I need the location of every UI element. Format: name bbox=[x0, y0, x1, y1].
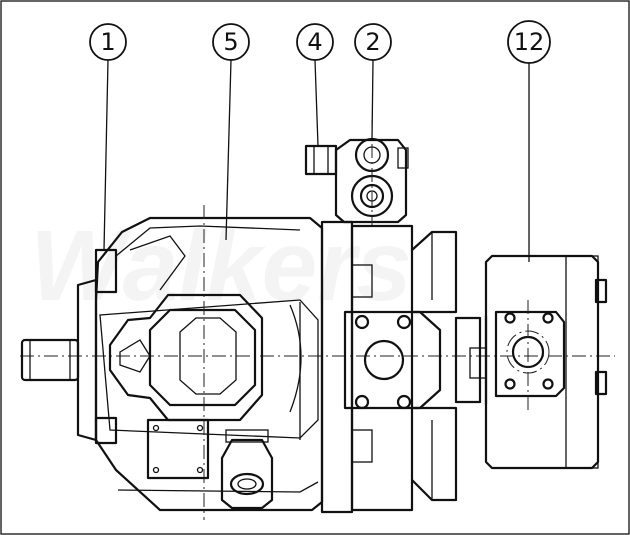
watermark-logo: Walkers bbox=[30, 210, 412, 322]
cylinder-block bbox=[108, 293, 264, 422]
drive-shaft bbox=[20, 338, 80, 382]
gear-pump bbox=[484, 254, 608, 470]
callout-1: 1 bbox=[89, 23, 127, 61]
control-valve bbox=[304, 137, 409, 224]
callout-5: 5 bbox=[212, 23, 250, 61]
coupling bbox=[454, 316, 487, 404]
callout-2-label: 2 bbox=[365, 28, 380, 56]
callout-1-label: 1 bbox=[100, 28, 115, 56]
callout-4-label: 4 bbox=[307, 28, 322, 56]
lower-hex-fitting bbox=[220, 429, 274, 510]
callout-2: 2 bbox=[354, 23, 392, 61]
end-cover bbox=[320, 220, 458, 514]
lower-port-block bbox=[146, 418, 210, 480]
callout-4: 4 bbox=[296, 23, 334, 61]
callout-5-label: 5 bbox=[223, 28, 238, 56]
callout-12: 12 bbox=[507, 20, 551, 64]
callout-12-label: 12 bbox=[514, 28, 545, 56]
leader-lines bbox=[103, 59, 530, 262]
